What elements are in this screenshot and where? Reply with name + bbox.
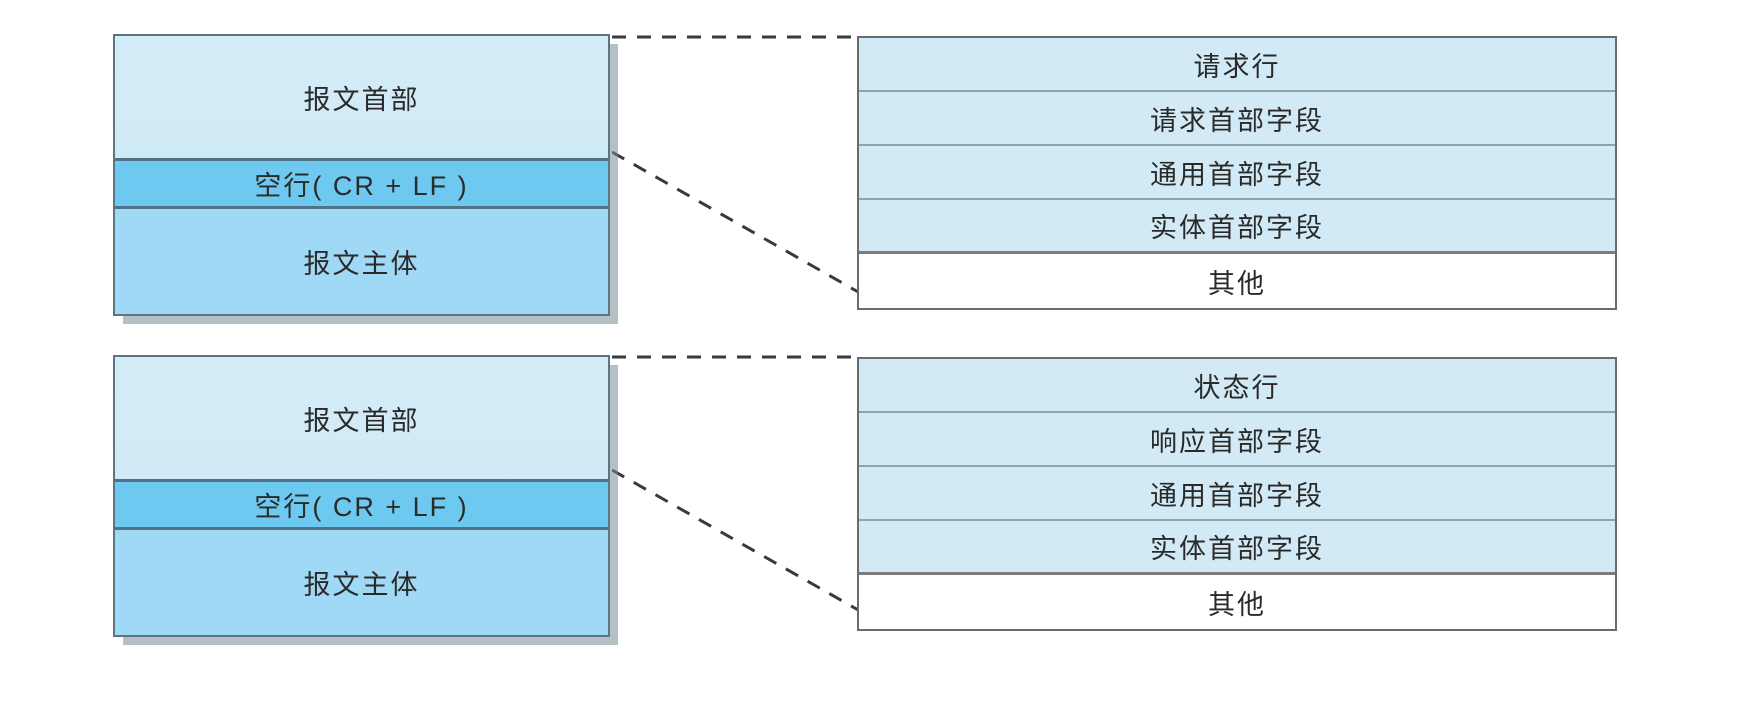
table-row: 其他 bbox=[859, 575, 1615, 629]
field-table-request: 请求行 请求首部字段 通用首部字段 实体首部字段 其他 bbox=[857, 36, 1617, 310]
table-row: 请求行 bbox=[859, 38, 1615, 92]
message-segment-label: 报文主体 bbox=[303, 570, 420, 600]
message-segment-label: 报文首部 bbox=[303, 84, 420, 115]
table-row: 响应首部字段 bbox=[859, 413, 1615, 467]
message-box-response: 报文首部 空行( CR + LF ) 报文主体 bbox=[113, 355, 610, 637]
message-segment-blank-line: 空行( CR + LF ) bbox=[115, 161, 608, 209]
connector-request-bottom bbox=[612, 150, 861, 295]
field-row-label: 通用首部字段 bbox=[1150, 480, 1324, 511]
field-row-label: 实体首部字段 bbox=[1150, 213, 1324, 243]
table-row: 通用首部字段 bbox=[859, 146, 1615, 200]
field-row-label: 实体首部字段 bbox=[1150, 534, 1324, 564]
table-row: 实体首部字段 bbox=[859, 521, 1615, 575]
connector-response-bottom bbox=[612, 468, 861, 613]
message-segment-label: 空行( CR + LF ) bbox=[254, 171, 469, 201]
field-row-label: 状态行 bbox=[1193, 372, 1281, 403]
field-row-label: 通用首部字段 bbox=[1150, 159, 1324, 190]
message-segment-label: 空行( CR + LF ) bbox=[254, 492, 469, 522]
message-segment-label: 报文主体 bbox=[303, 249, 420, 279]
field-row-label: 请求首部字段 bbox=[1150, 105, 1324, 136]
table-row: 实体首部字段 bbox=[859, 200, 1615, 254]
message-segment-body: 报文主体 bbox=[115, 530, 608, 635]
field-row-label: 其他 bbox=[1208, 268, 1266, 299]
field-table-response: 状态行 响应首部字段 通用首部字段 实体首部字段 其他 bbox=[857, 357, 1617, 631]
message-segment-label: 报文首部 bbox=[303, 405, 420, 436]
message-box-request: 报文首部 空行( CR + LF ) 报文主体 bbox=[113, 34, 610, 316]
field-row-label: 响应首部字段 bbox=[1150, 426, 1324, 457]
table-row: 通用首部字段 bbox=[859, 467, 1615, 521]
field-row-label: 其他 bbox=[1208, 589, 1266, 620]
message-segment-header: 报文首部 bbox=[115, 357, 608, 482]
connector-response-top bbox=[612, 355, 860, 359]
table-row: 请求首部字段 bbox=[859, 92, 1615, 146]
message-segment-header: 报文首部 bbox=[115, 36, 608, 161]
message-segment-body: 报文主体 bbox=[115, 209, 608, 314]
connector-request-top bbox=[612, 35, 860, 39]
table-row: 其他 bbox=[859, 254, 1615, 308]
message-segment-blank-line: 空行( CR + LF ) bbox=[115, 482, 608, 530]
field-row-label: 请求行 bbox=[1193, 51, 1281, 82]
table-row: 状态行 bbox=[859, 359, 1615, 413]
